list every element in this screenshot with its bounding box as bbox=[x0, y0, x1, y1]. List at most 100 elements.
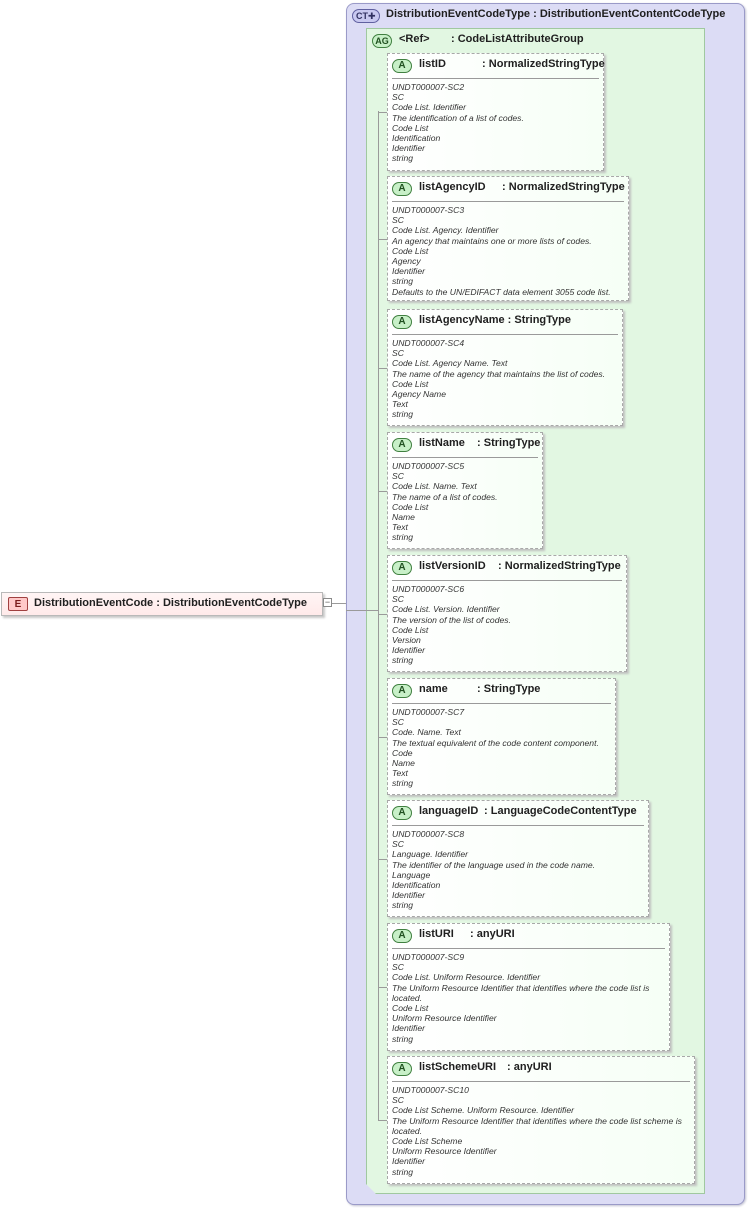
documentation-line: Agency bbox=[392, 256, 421, 267]
documentation-line: Identifier bbox=[392, 1023, 425, 1034]
attribute-name: listVersionID bbox=[419, 560, 486, 572]
documentation-line: Identifier bbox=[392, 890, 425, 901]
documentation-line: SC bbox=[392, 839, 404, 850]
documentation-line: string bbox=[392, 1033, 414, 1044]
attribute-divider bbox=[392, 825, 644, 826]
attribute-type: anyURI bbox=[476, 928, 515, 940]
documentation-line: Text bbox=[392, 768, 408, 779]
attribute-header: listSchemeURI : anyURI bbox=[419, 1061, 552, 1073]
attribute-type: LanguageCodeContentType bbox=[490, 805, 637, 817]
attribute-badge-icon: A bbox=[392, 182, 412, 196]
attribute-type: NormalizedStringType bbox=[508, 181, 625, 193]
documentation-line: Code List. Uniform Resource. Identifier bbox=[392, 972, 541, 983]
documentation-line: Code List bbox=[392, 624, 429, 635]
documentation-line: Code. Name. Text bbox=[392, 727, 461, 738]
documentation-line: SC bbox=[392, 1095, 404, 1106]
element-badge-icon: E bbox=[8, 597, 28, 611]
documentation-line: Text bbox=[392, 522, 408, 533]
attribute-name: listURI bbox=[419, 928, 454, 940]
attribute-badge-icon: A bbox=[392, 1062, 412, 1076]
attribute-separator: : bbox=[495, 560, 505, 572]
attribute-divider bbox=[392, 580, 622, 581]
attribute-name: listSchemeURI bbox=[419, 1061, 497, 1073]
attribute-name: listName bbox=[419, 437, 465, 449]
attribute-group-ref: <Ref> bbox=[399, 33, 430, 45]
attribute-type: NormalizedStringType bbox=[488, 58, 605, 70]
documentation-line: Code List Scheme bbox=[392, 1136, 463, 1147]
documentation-line: Identifier bbox=[392, 143, 425, 154]
attribute-header: listID : NormalizedStringType bbox=[419, 58, 605, 70]
documentation-line: Language bbox=[392, 869, 431, 880]
attribute-separator: : bbox=[474, 437, 484, 449]
attribute-divider bbox=[392, 457, 538, 458]
attribute-badge-icon: A bbox=[392, 806, 412, 820]
attribute-badge-icon: A bbox=[392, 684, 412, 698]
documentation-line: Code List. Name. Text bbox=[392, 481, 477, 492]
connector-line bbox=[332, 603, 346, 604]
documentation-line: Identifier bbox=[392, 1156, 425, 1167]
documentation-line: Code List bbox=[392, 122, 429, 133]
documentation-line: Code List. Agency. Identifier bbox=[392, 225, 499, 236]
tree-branch-line bbox=[378, 614, 387, 615]
attribute-separator: : bbox=[504, 1061, 514, 1073]
element-box[interactable]: E DistributionEventCode : DistributionEv… bbox=[1, 592, 323, 616]
documentation-line: UNDT000007-SC4 bbox=[392, 338, 465, 348]
attribute-badge-icon: A bbox=[392, 438, 412, 452]
attribute-divider bbox=[392, 78, 599, 79]
documentation-line: The identification of a list of codes. bbox=[392, 112, 524, 123]
documentation-line: UNDT000007-SC7 bbox=[392, 707, 465, 717]
collapse-toggle-icon[interactable]: − bbox=[323, 597, 332, 607]
attribute-divider bbox=[392, 948, 665, 949]
documentation-line: UNDT000007-SC5 bbox=[392, 461, 465, 471]
attribute-divider bbox=[392, 201, 624, 202]
attribute-name: listAgencyID bbox=[419, 181, 486, 193]
element-type: DistributionEventCodeType bbox=[162, 597, 307, 609]
documentation-line: Identification bbox=[392, 133, 441, 144]
attribute-type: NormalizedStringType bbox=[504, 560, 621, 572]
documentation-line: Code List bbox=[392, 378, 429, 389]
documentation-line: UNDT000007-SC8 bbox=[392, 829, 465, 839]
documentation-line: Code bbox=[392, 747, 413, 758]
tree-branch-line bbox=[378, 1120, 387, 1121]
attribute-divider bbox=[392, 334, 618, 335]
attribute-separator: : bbox=[479, 58, 489, 70]
attribute-name: listAgencyName bbox=[419, 314, 505, 326]
documentation-line: The name of the agency that maintains th… bbox=[392, 368, 606, 379]
complex-type-base: DistributionEventContentCodeType bbox=[539, 8, 726, 20]
attribute-header: listAgencyID : NormalizedStringType bbox=[419, 181, 625, 193]
documentation-line: string bbox=[392, 655, 414, 666]
attribute-badge-icon: A bbox=[392, 59, 412, 73]
documentation-line: string bbox=[392, 900, 414, 911]
attribute-group-label: <Ref>: CodeListAttributeGroup bbox=[399, 33, 584, 45]
attribute-name: name bbox=[419, 683, 448, 695]
attribute-header: listAgencyName : StringType bbox=[419, 314, 571, 326]
documentation-line: The Uniform Resource Identifier that ide… bbox=[392, 982, 650, 1003]
documentation-line: SC bbox=[392, 348, 404, 359]
documentation-line: Name bbox=[392, 512, 415, 523]
attribute-header: name : StringType bbox=[419, 683, 540, 695]
documentation-line: UNDT000007-SC3 bbox=[392, 205, 465, 215]
documentation-line: SC bbox=[392, 215, 404, 226]
attribute-group-badge-icon: AG bbox=[372, 34, 392, 48]
attribute-type: StringType bbox=[483, 437, 541, 449]
documentation-line: Code List. Identifier bbox=[392, 102, 467, 113]
tree-branch-line bbox=[378, 112, 387, 113]
documentation-line: UNDT000007-SC9 bbox=[392, 952, 465, 962]
documentation-line: SC bbox=[392, 92, 404, 103]
documentation-line: Text bbox=[392, 399, 408, 410]
tree-branch-line bbox=[378, 368, 387, 369]
documentation-line: SC bbox=[392, 594, 404, 605]
documentation-line: SC bbox=[392, 471, 404, 482]
